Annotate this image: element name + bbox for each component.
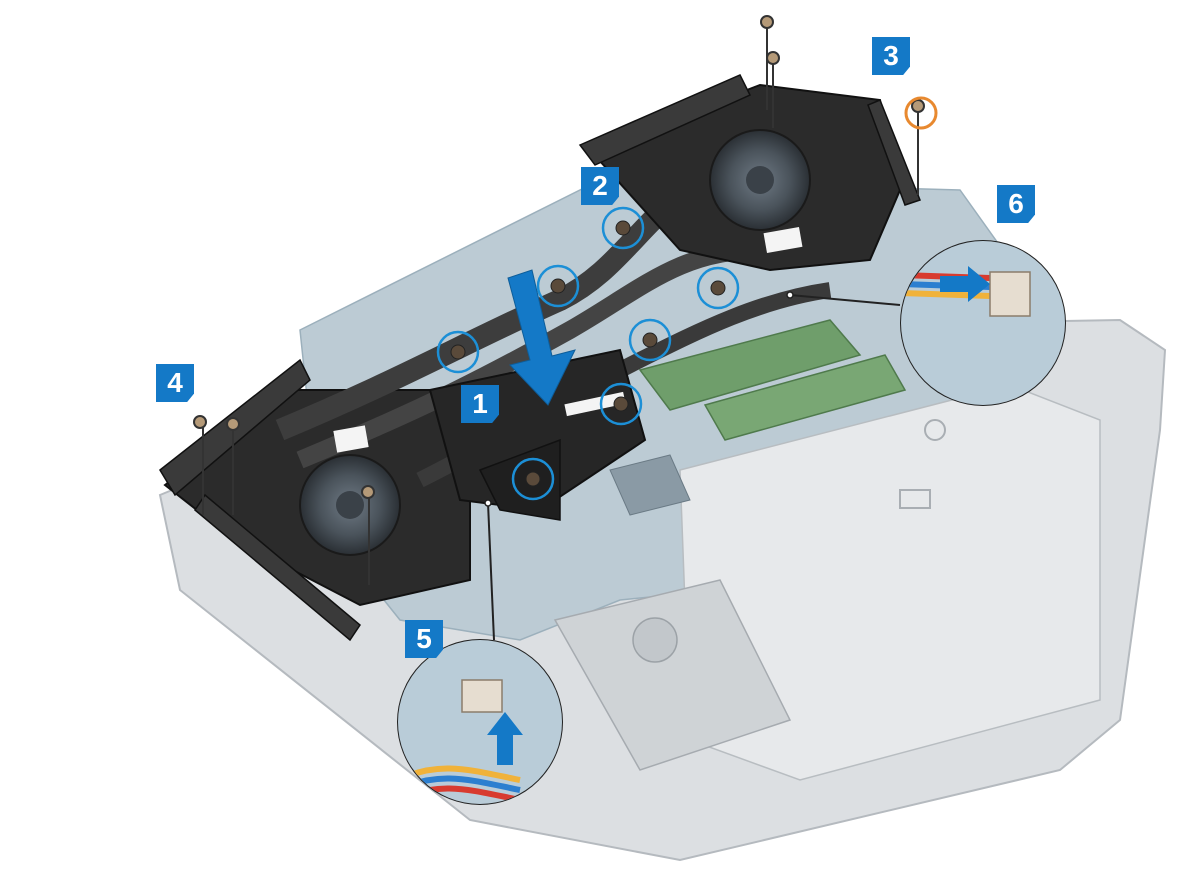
step-callout-2: 2 — [581, 167, 625, 207]
arrow-down-icon — [507, 269, 576, 406]
arrow-up-icon — [487, 712, 523, 765]
memory-modules — [638, 319, 907, 441]
callout-number: 1 — [472, 388, 488, 419]
orange-screw-highlight — [904, 96, 938, 130]
callout-badge — [872, 37, 910, 75]
callout-badge — [461, 385, 499, 423]
step-callout-5: 5 — [405, 620, 449, 660]
screw-icon — [450, 220, 726, 487]
fan-icon — [299, 129, 811, 556]
heatsink-label-center — [564, 391, 626, 417]
battery-label-box — [899, 489, 931, 509]
connector-icon — [461, 679, 503, 713]
callout-number: 5 — [416, 623, 432, 654]
callout-number: 4 — [167, 367, 183, 398]
step-callout-6: 6 — [997, 185, 1041, 225]
callout-badge — [156, 364, 194, 402]
callout-number: 6 — [1008, 188, 1024, 219]
detail-view-6 — [900, 240, 1066, 406]
leader-line-5 — [487, 502, 495, 641]
removed-screws — [193, 15, 925, 585]
step-callout-3: 3 — [872, 37, 916, 77]
battery-label-mark — [924, 419, 946, 441]
heatsink-label-left — [333, 425, 369, 453]
leader-line-6 — [789, 294, 901, 306]
connector-icon — [989, 271, 1031, 317]
hard-drive-spindle — [632, 617, 678, 663]
heatsink-label-right — [763, 227, 803, 253]
processor-chip — [609, 454, 691, 516]
step-callout-4: 4 — [156, 364, 200, 404]
detail-view-5 — [397, 639, 563, 805]
callout-badge — [405, 620, 443, 658]
callout-number: 2 — [592, 170, 608, 201]
callout-number: 3 — [883, 40, 899, 71]
captive-screw-highlights — [436, 206, 740, 501]
hard-drive — [553, 579, 792, 771]
step-callout-1: 1 — [461, 385, 505, 425]
heat-sink-assembly — [159, 74, 921, 642]
arrow-right-icon — [940, 266, 990, 302]
callout-badge — [997, 185, 1035, 223]
callout-badge — [581, 167, 619, 205]
